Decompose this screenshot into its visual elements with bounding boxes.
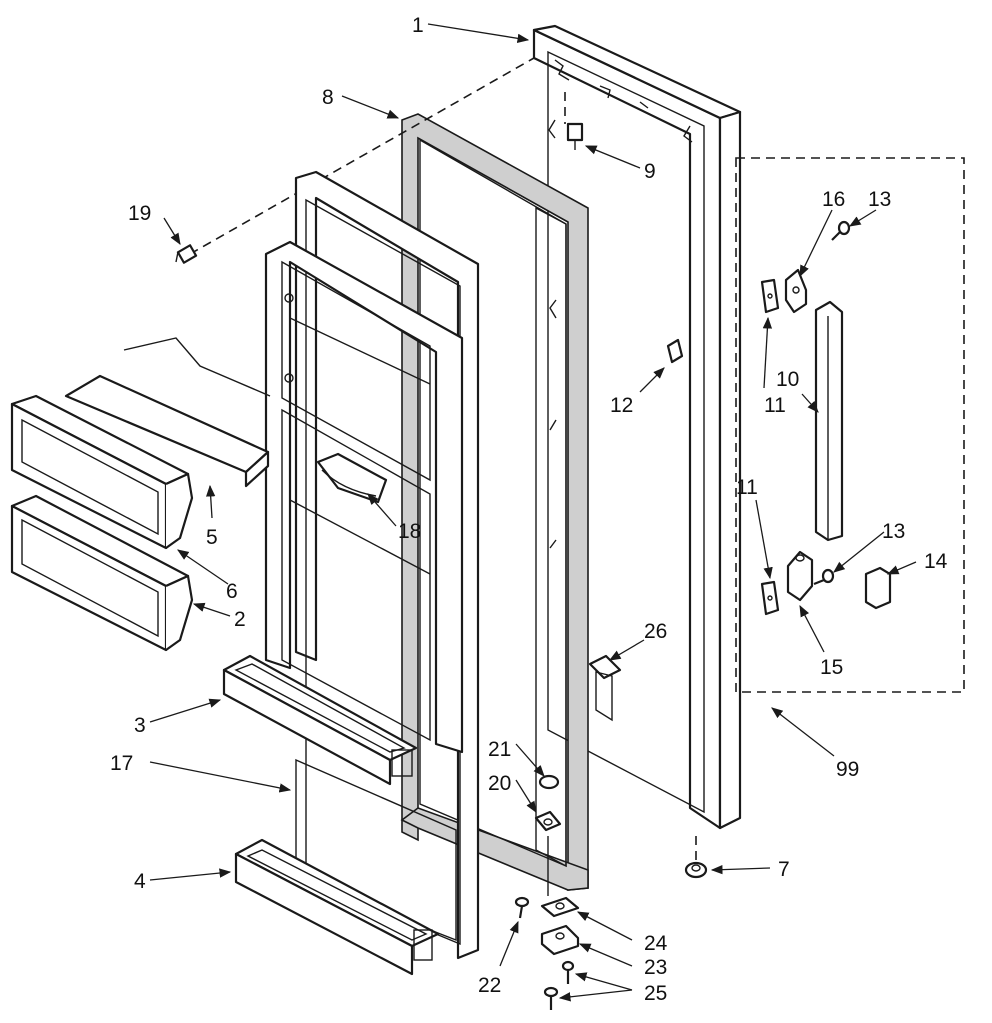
callout-11-upper: 11 — [764, 394, 786, 417]
door-shelf-middle — [222, 654, 418, 786]
shelf-leader — [123, 337, 271, 397]
callout-99: 99 — [836, 758, 859, 781]
callout-2: 2 — [234, 608, 246, 631]
callout-6: 6 — [226, 580, 238, 603]
door-bin-upper — [10, 394, 194, 550]
callout-14: 14 — [924, 550, 948, 573]
bracket-26-icon — [588, 654, 622, 722]
inner-door-liner — [264, 170, 480, 960]
callout-8: 8 — [322, 86, 334, 109]
screw-13a-icon — [831, 220, 851, 241]
callout-5: 5 — [206, 526, 218, 549]
callout-21: 21 — [488, 738, 511, 761]
callout-23: 23 — [644, 956, 667, 979]
callout-4: 4 — [134, 870, 146, 893]
callout-labels: 1 8 9 19 16 13 12 11 10 5 6 18 2 11 13 1… — [110, 14, 948, 1005]
callout-26: 26 — [644, 620, 667, 643]
callout-25: 25 — [644, 982, 667, 1005]
callout-12: 12 — [610, 394, 633, 417]
plate-11b-icon — [760, 580, 780, 616]
callout-24: 24 — [644, 932, 668, 955]
callout-13-lower: 13 — [882, 520, 905, 543]
trim-10-icon — [814, 300, 844, 542]
hinge-23-icon — [540, 924, 580, 956]
screw-13b-icon — [813, 568, 835, 586]
door-shelf-bottom — [234, 838, 440, 976]
callout-3: 3 — [134, 714, 146, 737]
clip-12-icon — [666, 338, 684, 364]
cap-7-icon — [684, 836, 708, 879]
hinge-kit-box — [735, 157, 965, 693]
screw-22-icon — [514, 896, 530, 919]
callout-11-lower: 11 — [736, 476, 758, 499]
callout-22: 22 — [478, 974, 501, 997]
door-handle-recess — [316, 452, 388, 504]
hinge-21-icon — [538, 774, 560, 790]
callout-9: 9 — [644, 160, 656, 183]
door-bin-lower — [10, 494, 194, 652]
plug-9-icon — [566, 122, 584, 150]
callout-10: 10 — [776, 368, 799, 391]
callout-19: 19 — [128, 202, 151, 225]
shelf-plate — [64, 374, 270, 488]
plate-11a-icon — [760, 278, 780, 314]
callout-7: 7 — [778, 858, 790, 881]
callout-16: 16 — [822, 188, 845, 211]
outer-door-panel — [532, 24, 742, 830]
alignment-line — [189, 57, 535, 255]
hinge-24-icon — [540, 896, 580, 918]
callout-17: 17 — [110, 752, 133, 775]
hinge-15-icon — [786, 550, 814, 602]
bracket-16-icon — [784, 268, 808, 314]
callout-13-upper: 13 — [868, 188, 891, 211]
callout-1: 1 — [412, 14, 424, 37]
hinge-20-icon — [534, 810, 562, 832]
callout-20: 20 — [488, 772, 511, 795]
callout-18: 18 — [398, 520, 421, 543]
callout-leaders — [149, 23, 917, 1002]
screw-19-icon — [175, 244, 198, 264]
cover-14-icon — [864, 566, 892, 610]
callout-15: 15 — [820, 656, 843, 679]
screw-25-icon — [543, 960, 575, 1010]
door-gasket — [400, 113, 589, 891]
